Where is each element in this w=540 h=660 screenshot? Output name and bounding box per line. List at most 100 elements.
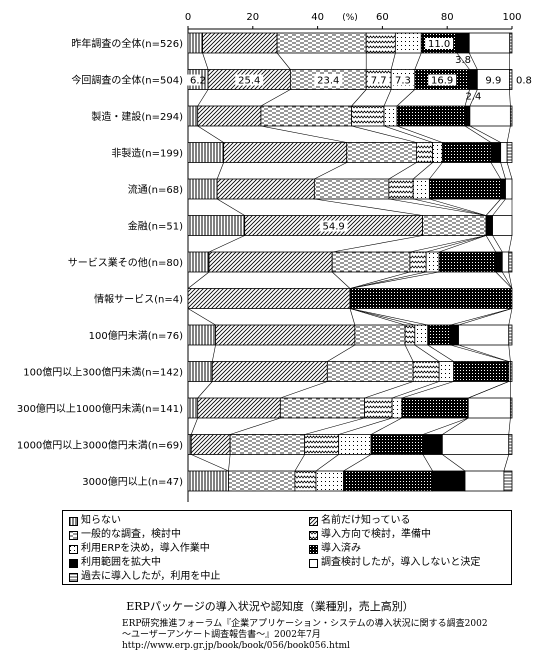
series-connector <box>450 344 509 362</box>
bar-segment <box>467 397 511 419</box>
series-connector <box>469 125 501 143</box>
legend-swatch <box>309 558 318 568</box>
series-connector <box>349 308 406 326</box>
series-connector <box>492 235 503 253</box>
series-connector <box>458 308 513 326</box>
data-label: 0.8 <box>516 76 532 87</box>
data-label-text: 9.9 <box>485 76 501 87</box>
data-label-bg <box>428 74 457 86</box>
series-connector <box>429 198 487 216</box>
series-connector <box>276 52 291 70</box>
legend-label: 導入済み <box>321 543 361 554</box>
legend-swatch <box>69 572 78 582</box>
bar-segment <box>490 142 502 163</box>
bar-segment <box>509 361 513 382</box>
series-connector <box>485 198 501 216</box>
bar-segment <box>492 215 513 236</box>
data-label-text: 54.9 <box>323 222 345 233</box>
series-connector <box>212 344 216 362</box>
category-label: 非製造(n=199) <box>111 147 183 160</box>
bar-segment <box>506 142 513 163</box>
data-label-bg <box>179 74 201 86</box>
category-label: 100億円以上300億円未満(n=142) <box>23 366 183 379</box>
data-label-bg <box>367 74 390 86</box>
data-label: 2.4 <box>465 92 481 103</box>
legend-label: 名前だけ知っている <box>321 515 411 526</box>
legend-swatch <box>309 516 318 526</box>
bar-segment <box>215 324 356 346</box>
bars <box>187 32 513 492</box>
series-connector <box>364 381 414 399</box>
bar-segment <box>343 470 434 492</box>
bar-segment <box>441 434 510 455</box>
bar-segment <box>441 142 492 163</box>
series-connector <box>464 125 492 143</box>
series-connector <box>401 381 454 399</box>
legend-swatch <box>69 530 78 540</box>
legend-swatch <box>69 558 78 568</box>
data-label-text: 11.0 <box>428 39 450 50</box>
category-label: 3000億円以上(n=47) <box>82 475 183 488</box>
series-connector <box>458 344 509 362</box>
data-label-bg <box>314 74 343 86</box>
bar-segment <box>197 105 262 127</box>
series-connector <box>260 125 347 143</box>
series-connector <box>492 198 506 216</box>
series-connector <box>202 52 209 70</box>
legend-label: 調査検討したが，導入しないと決定 <box>321 557 481 568</box>
data-label-bg <box>319 220 348 232</box>
series-connector <box>388 162 417 180</box>
data-label-bg <box>235 74 264 86</box>
series-connector <box>508 344 511 362</box>
bar-segment <box>187 361 213 382</box>
bar-segment <box>315 470 344 492</box>
series-connector <box>351 125 417 143</box>
series-connector <box>506 162 513 180</box>
data-label: 25.4 <box>235 74 264 87</box>
series-connector <box>228 454 231 472</box>
bar-segment <box>404 324 416 346</box>
category-labels: 昨年調査の全体(n=526)今回調査の全体(n=504)製造・建設(n=294)… <box>17 37 183 488</box>
bar-segment <box>338 434 372 455</box>
series-connector <box>314 162 347 180</box>
bar-segment <box>509 105 513 127</box>
legend-item-installing: 利用ERPを決め，導入作業中 <box>69 543 210 555</box>
source-line-2: ～ユーザーアンケート調査報告書～』2002年7月 <box>122 630 321 640</box>
category-label: 製造・建設(n=294) <box>91 110 183 123</box>
bar-segment <box>197 397 281 419</box>
bar-segment <box>223 142 348 163</box>
bar-segment <box>508 324 513 346</box>
series-connector <box>422 454 433 472</box>
bar-segment <box>346 142 417 163</box>
series-connector <box>485 235 497 253</box>
series-connector <box>351 89 367 107</box>
bar-segment <box>412 178 430 200</box>
series-connector <box>422 417 469 435</box>
x-tick-label: 20 <box>246 12 259 23</box>
bar-segment <box>276 32 367 54</box>
data-label-text: 7.3 <box>395 76 411 87</box>
series-connector <box>404 344 414 362</box>
series-connector <box>442 454 466 472</box>
series-connector <box>216 162 224 180</box>
bar-segment <box>351 105 385 127</box>
legend-swatch <box>69 544 78 554</box>
bar-segment <box>187 288 351 309</box>
series-connector <box>396 89 416 107</box>
series-connector <box>314 198 423 216</box>
x-tick-label: 80 <box>441 12 454 23</box>
legend-item-general-survey: 一般的な調査，検討中 <box>69 529 181 541</box>
series-connector <box>503 454 510 472</box>
bar-segment <box>313 178 390 200</box>
bar-segment <box>187 397 199 419</box>
category-label: 昨年調査の全体(n=526) <box>71 37 183 50</box>
data-label: 3.8 <box>455 55 471 66</box>
source-url: http://www.erp.gr.jp/book/book/056/book0… <box>122 641 350 651</box>
series-connector <box>230 417 281 435</box>
series-connector <box>383 89 392 107</box>
series-connector <box>191 454 229 472</box>
legend-item-installed: 導入済み <box>309 543 361 555</box>
series-connector <box>509 89 511 107</box>
